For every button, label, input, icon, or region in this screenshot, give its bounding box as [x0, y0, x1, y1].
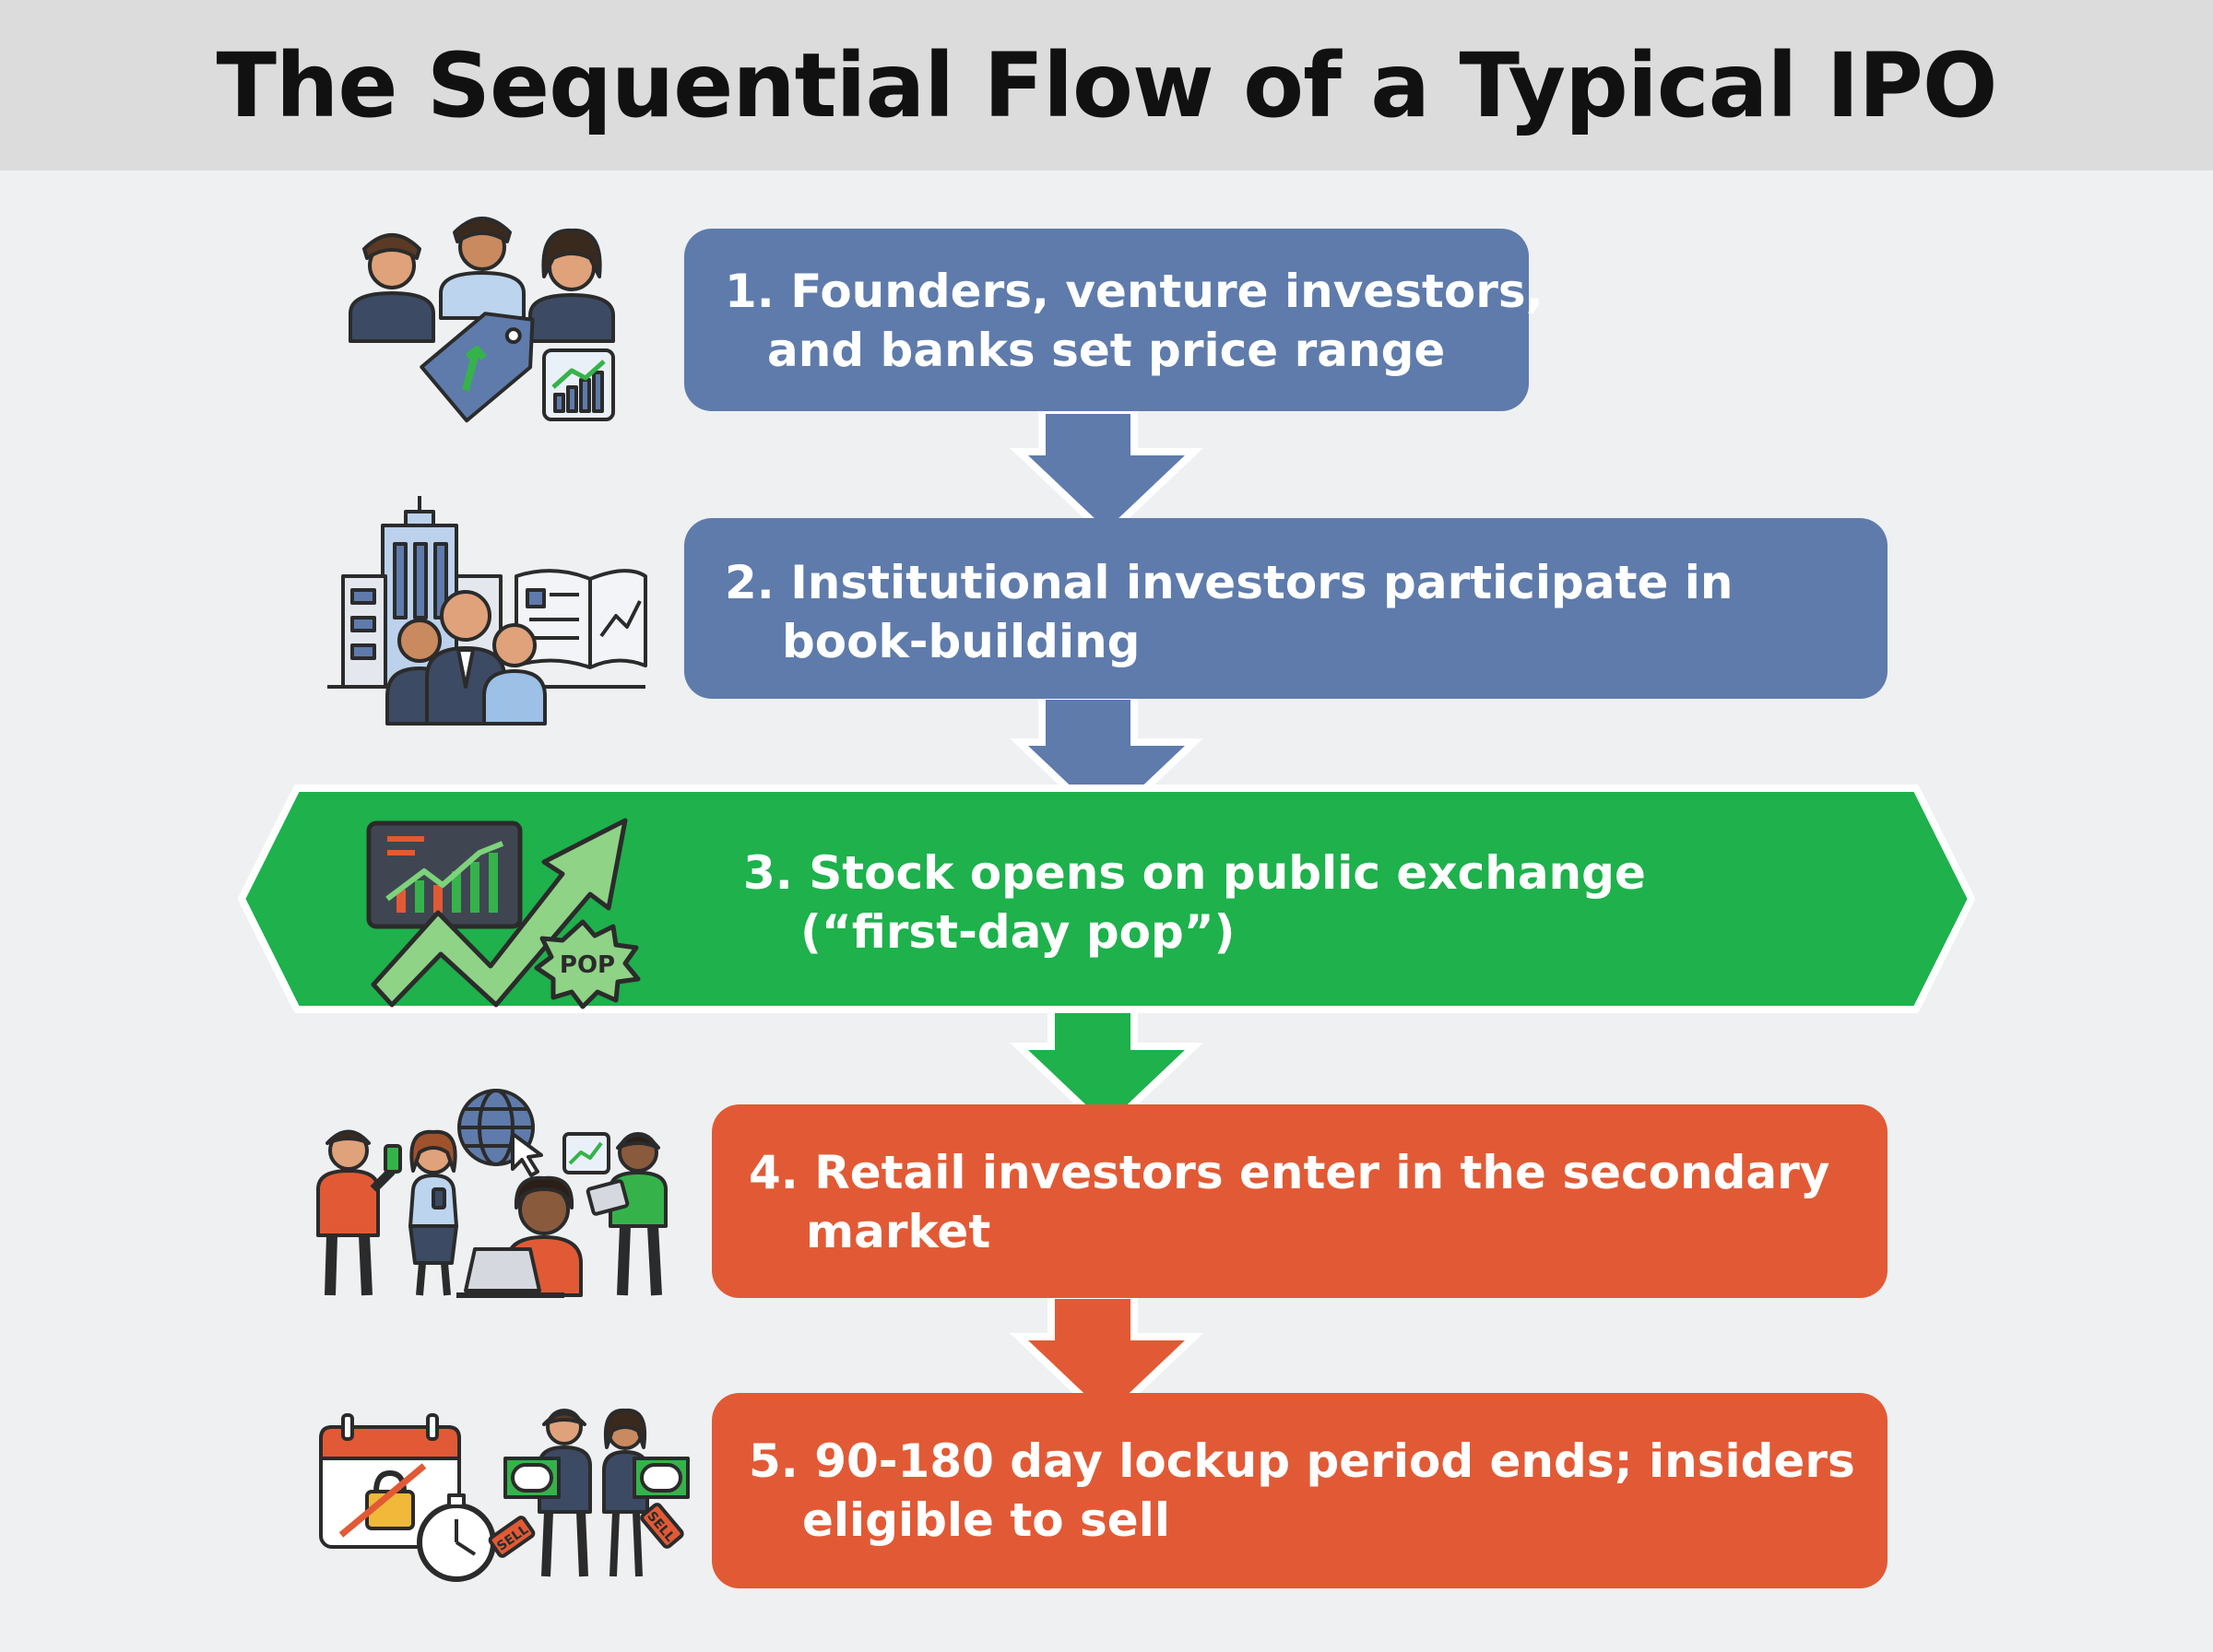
- step-3-line-2: (“first-day pop”): [800, 905, 1236, 959]
- step-5-line-2: eligible to sell: [802, 1493, 1170, 1547]
- step-4-line-1: 4. Retail investors enter in the seconda…: [749, 1146, 1830, 1199]
- step-3-line-1: 3. Stock opens on public exchange: [743, 846, 1646, 900]
- step-2-line-2: book-building: [782, 615, 1141, 668]
- pop-badge: [534, 919, 641, 1009]
- institution-book-icon: [327, 496, 647, 726]
- arrow-1-to-2: [1009, 407, 1204, 540]
- step-5-box: [712, 1393, 1888, 1588]
- retail-investors-icon: [316, 1089, 668, 1298]
- step-2-box: [684, 518, 1888, 699]
- step-3-box: [238, 785, 1975, 1013]
- step-4-text: 4. Retail investors enter in the seconda…: [749, 1143, 1829, 1261]
- lockup-calendar-sell-icon: SELL SELL: [319, 1408, 690, 1582]
- stock-chart-pop-icon: POP: [366, 818, 641, 1009]
- step-3-text: 3. Stock opens on public exchange (“firs…: [743, 844, 1646, 962]
- step-2-text: 2. Institutional investors participate i…: [725, 553, 1734, 671]
- arrow-4-to-5: [1009, 1292, 1204, 1425]
- step-1-line-1: 1. Founders, venture investors,: [725, 265, 1544, 318]
- arrow-2-to-3: [1009, 692, 1204, 831]
- page-title: The Sequential Flow of a Typical IPO: [216, 33, 1998, 137]
- step-2-line-1: 2. Institutional investors participate i…: [725, 556, 1734, 609]
- step-5-text: 5. 90-180 day lockup period ends; inside…: [749, 1432, 1855, 1550]
- title-bar: The Sequential Flow of a Typical IPO: [0, 0, 2213, 171]
- step-1-box: [684, 229, 1529, 411]
- step-5-line-1: 5. 90-180 day lockup period ends; inside…: [749, 1434, 1855, 1488]
- step-1-line-2: and banks set price range: [767, 324, 1446, 377]
- step-4-box: [712, 1104, 1888, 1298]
- pop-badge-label: POP: [560, 951, 615, 979]
- people-price-tag-icon: [349, 217, 615, 423]
- step-1-text: 1. Founders, venture investors, and bank…: [725, 262, 1544, 380]
- step-4-line-2: market: [806, 1205, 991, 1258]
